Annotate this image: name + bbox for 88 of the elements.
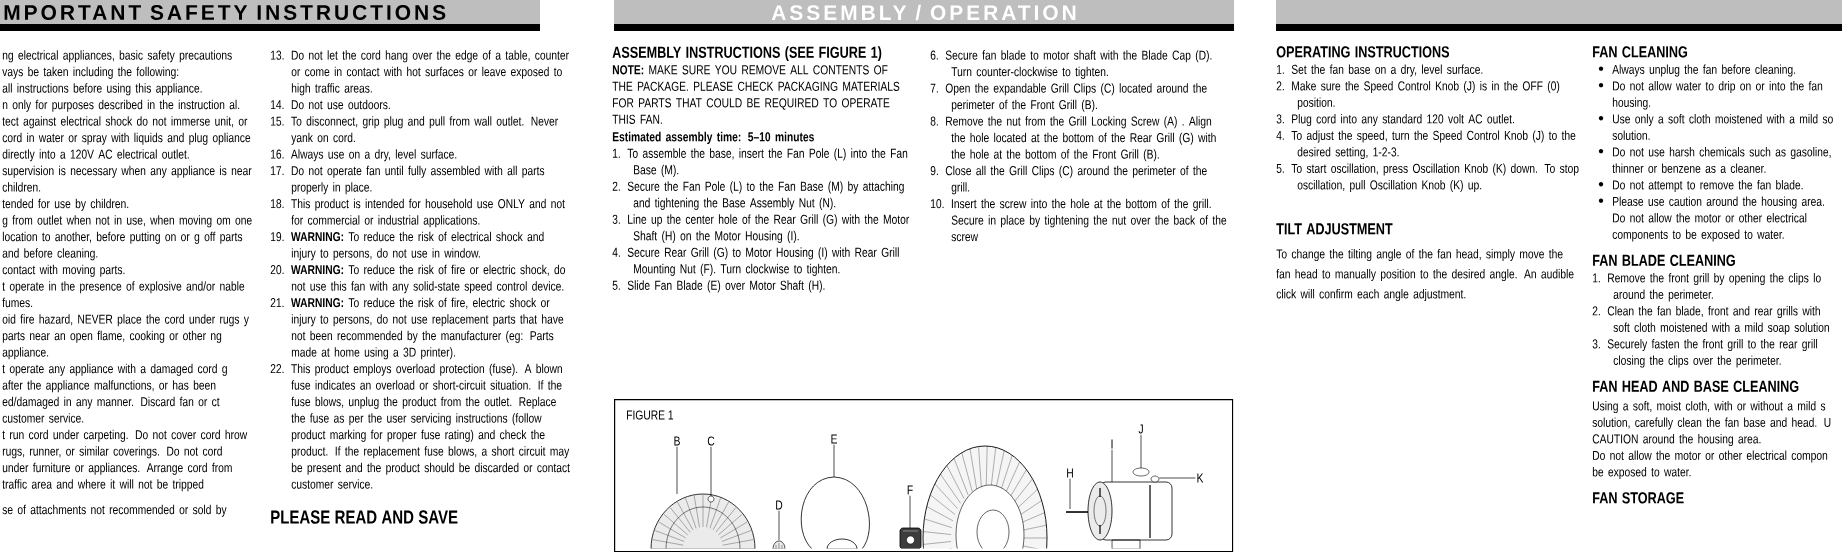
paragraph: Estimated assembly time: 5–10 minutes [612,131,814,144]
paragraph: oid fire hazard, NEVER place the cord under rugs y parts near an open flame, cooking or other ng appliance. [2,314,249,360]
motor-housing [1087,481,1173,549]
list-item: Please use caution around the housing area. Do not allow the motor or other electrical components to be exposed to water. [1612,196,1824,242]
callout-letter: F [907,485,913,495]
speed-knob [1132,467,1150,477]
list-item: 5. To start oscillation, press Oscillation Knob (K) down. To stop oscillation, pull Oscillation Knob (K) up. [1276,163,1579,193]
list-item: 4. Secure Rear Grill (G) to Motor Housing (I) with Rear Grill Mounting Nut (F). Turn clockwise to tighten. [612,247,899,276]
list-item: 7. Open the expandable Grill Clips (C) located around the perimeter of the Front Grill (B). [930,83,1207,112]
leader-line [833,444,835,478]
grill-nut [899,527,922,549]
paragraph: NOTE: MAKE SURE YOU REMOVE ALL CONTENTS OF THE PACKAGE. PLEASE CHECK PACKAGING MATERIALS FOR PARTS THAT COULD BE REQUIRED TO OPERATE THIS FAN. [612,65,900,124]
paragraph: tect against electrical shock do not immerse unit, or cord in water or spray with liquids and plug opliance directly into a 120V AC electrical outlet. [2,116,251,162]
section-heading: FAN BLADE CLEANING [1593,254,1735,267]
list-item: Do not allow water to drip on or into the fan housing. [1612,80,1823,110]
section-heading: FAN STORAGE [1593,492,1684,504]
paragraph: tended for use by children. [2,198,129,211]
list-item: Use only a soft cloth moistened with a mild so solution. [1612,113,1833,140]
oscillation-knob [1150,475,1160,483]
list-item: 9. Close all the Grill Clips (C) around the perimeter of the grill. [930,165,1207,195]
leader-line [1159,477,1196,479]
callout-letter: D [776,500,783,510]
list-item: 20. WARNING: To reduce the risk of fire or electric shock, do not use this fan with any solid-state speed control device. [270,264,565,294]
paragraph: g from outlet when not in use, when moving om one location to another, before putting on or g off parts and before cleaning. [2,215,252,261]
paragraph: t run cord under carpeting. Do not cover cord hrow rugs, runner, or similar coverings. Do not cord under furniture or appliances. Arrange cord from traffic area and where it will not be tripped [2,429,248,492]
list-item: 17. Do not operate fan until fully assembled with all parts properly in place. [271,165,545,195]
paragraph: se of attachments not recommended or sold by [2,504,227,517]
callout-letter: I [1111,439,1113,449]
leader-line [710,446,712,497]
section-heading: ASSEMBLY INSTRUCTIONS (SEE FIGURE 1) [612,46,882,62]
paragraph: all instructions before using this appliance. [2,83,202,96]
header-bar: ASSEMBLY / OPERATION [614,0,1234,31]
paragraph: Using a soft, moist cloth, with or without a mild s solution, carefully clean the fan base and head. U CAUTION around the housing area. [1592,400,1831,447]
list-item: 5. Slide Fan Blade (E) over Motor Shaft (H). [612,280,825,293]
callout-letter: J [1138,424,1143,434]
leader-line [1140,434,1142,469]
paragraph: ng electrical appliances, basic safety precautions vays be taken including the following: [2,50,232,79]
leader-line [1111,449,1113,483]
list-item: 10. Insert the screw into the hole at the bottom of the grill. Secure in place by tightening the nut over the back of the screw [931,198,1227,242]
list-item: 15. To disconnect, grip plug and pull from wall outlet. Never yank on cord. [271,116,558,145]
callout-letter: K [1197,473,1204,483]
list-item: 2. Clean the fan blade, front and rear grills with soft cloth moistened with a mild soap solution [1592,305,1829,335]
leader-line [1069,478,1071,510]
callout-letter: B [674,436,680,446]
section-heading: PLEASE READ AND SAVE [271,510,458,524]
paragraph: To change the tilting angle of the fan head, simply move the fan head to manually position to the desired angle. An audible click will confirm each angle adjustment. [1276,248,1574,302]
grill-clip [707,495,715,503]
list-item: 18. This product is intended for household use ONLY and not for commercial or industrial applications. [271,198,565,228]
list-item: 21. WARNING: To reduce the risk of fire, electric shock or injury to persons, do not use replacement parts that have not been recommended by the manufacturer (eg: Parts made at home using a 3D printer). [270,297,564,360]
list-item: 2. Secure the Fan Pole (L) to the Fan Base (M) by attaching and tightening the Base Assembly Nut (N). [612,181,904,210]
list-item: 3. Line up the center hole of the Rear Grill (G) with the Motor Shaft (H) on the Motor Housing (I). [612,214,910,243]
fan-blade [800,476,870,549]
list-item: 1. To assemble the base, insert the Fan Pole (L) into the Fan Base (M). [613,148,908,177]
callout-letter: E [831,434,837,444]
list-item: 3. Securely fasten the front grill to the rear grill closing the clips over the perimeter. [1592,338,1818,368]
list-item: 3. Plug cord into any standard 120 volt AC outlet. [1276,113,1514,127]
list-item: 16. Always use on a dry, level surface. [271,149,457,162]
paragraph: n only for purposes described in the instruction al. [2,99,240,112]
list-item: 14. Do not use outdoors. [271,99,390,110]
header-bar: MPORTANT SAFETY INSTRUCTIONS [0,0,540,31]
list-item: Always unplug the fan before cleaning. [1612,64,1796,77]
section-heading: FAN CLEANING [1593,46,1688,58]
list-item: 8. Remove the nut from the Grill Locking Screw (A) . Align the hole located at the bottom of the Rear Grill (G) with the hole at the bottom of the Front Grill (B). [930,116,1216,162]
list-item: 6. Secure fan blade to motor shaft with the Blade Cap (D). Turn counter-clockwise to tighten. [930,50,1212,79]
paragraph: t operate any appliance with a damaged cord g after the appliance malfunctions, or has been ed/damaged in any manner. Discard fan or ct customer service. [2,363,227,423]
list-item: 1. Set the fan base on a dry, level surface. [1277,64,1483,77]
paragraph: contact with moving parts. [2,264,125,277]
leader-line [676,446,678,495]
section-heading: OPERATING INSTRUCTIONS [1276,46,1450,58]
list-item: 19. WARNING: To reduce the risk of electrical shock and injury to persons, do not use in window. [271,231,544,261]
list-item: 4. To adjust the speed, turn the Speed Control Knob (J) to the desired setting, 1-2-3. [1276,130,1576,160]
list-item: Do not use harsh chemicals such as gasoline, thinner or benzene as a cleaner. [1612,146,1831,173]
callout-letter: H [1067,468,1073,478]
list-item: 2. Make sure the Speed Control Knob (J) is in the OFF (0) position. [1276,80,1560,110]
paragraph: supervision is necessary when any appliance is near children. [2,165,252,192]
leader-line [778,510,780,541]
paragraph: Do not allow the motor or other electrical compon be exposed to water. [1592,450,1828,480]
section-heading: FAN HEAD AND BASE CLEANING [1593,380,1799,393]
paragraph: t operate in the presence of explosive and/or nable fumes. [2,281,245,308]
leader-line [909,495,911,529]
blade-cap [772,540,786,549]
callout-letter: C [707,436,715,446]
list-item: 13. Do not let the cord hang over the edge of a table, counter or come in contact with hot surfaces or leave exposed to high traffic areas. [271,50,569,96]
front-grill [650,493,756,549]
list-item: 22. This product employs overload protection (fuse). A blown fuse indicates an overload or short-circuit situation. If the fuse blows, unplug the product from the outlet. Replace the fuse as per the user servicing instructions (follow product marking for proper fuse rating) and check the product. If the replacement fuse blows, a short circuit may be present and the product should be discarded or contact customer service. [270,363,570,489]
section-heading: TILT ADJUSTMENT [1276,223,1393,235]
list-item: Do not attempt to remove the fan blade. [1613,179,1803,193]
list-item: 1. Remove the front grill by opening the clips lo around the perimeter. [1593,272,1821,302]
